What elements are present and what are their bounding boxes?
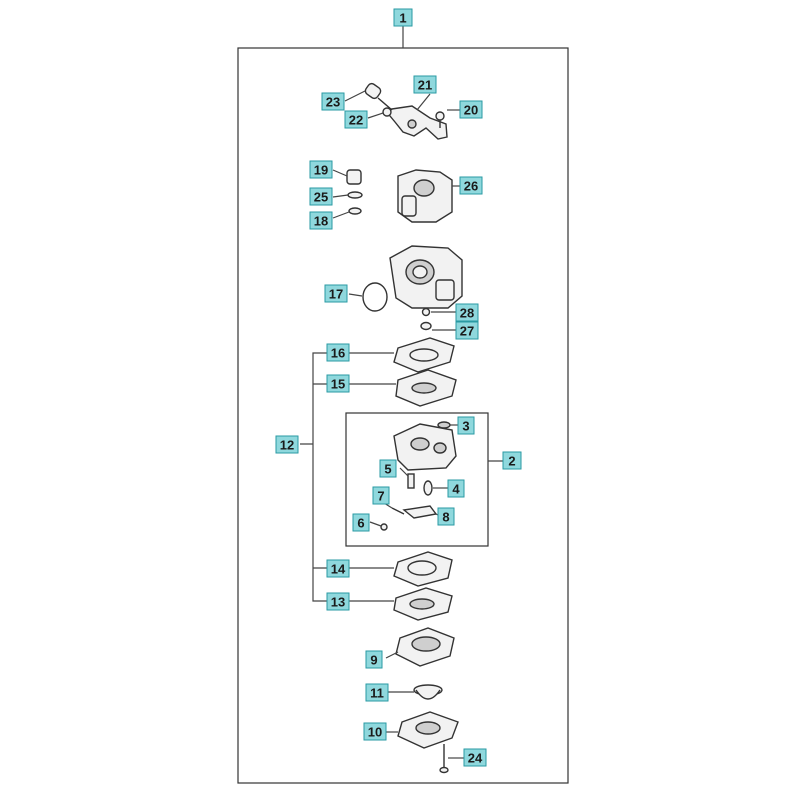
svg-text:24: 24	[468, 751, 483, 766]
part-11-primer-bulb	[388, 684, 443, 700]
svg-text:3: 3	[462, 419, 469, 434]
part-20-screw	[435, 109, 460, 128]
part-28-ball	[421, 307, 456, 317]
part-subassembly-housing	[393, 423, 457, 471]
svg-text:8: 8	[442, 510, 449, 525]
part-10-cover-plate	[386, 711, 459, 749]
svg-text:16: 16	[331, 346, 345, 361]
part-25-washer	[332, 191, 363, 199]
svg-text:28: 28	[460, 306, 474, 321]
callout-14[interactable]: 14	[326, 559, 350, 578]
part-22-washer	[367, 107, 392, 119]
callout-8[interactable]: 8	[437, 507, 455, 526]
part-18-ring	[332, 207, 362, 219]
svg-text:15: 15	[331, 377, 345, 392]
callout-20[interactable]: 20	[459, 100, 483, 119]
callout-1[interactable]: 1	[393, 8, 413, 27]
callout-15[interactable]: 15	[326, 374, 350, 393]
svg-text:26: 26	[464, 179, 478, 194]
svg-text:22: 22	[349, 113, 363, 128]
part-7-pin	[383, 502, 405, 515]
part-15-pump-cover	[349, 369, 457, 407]
callout-5[interactable]: 5	[379, 459, 397, 478]
callout-28[interactable]: 28	[455, 303, 479, 322]
callout-25[interactable]: 25	[309, 187, 333, 206]
part-carburetor-body	[389, 245, 463, 309]
callout-26[interactable]: 26	[459, 176, 483, 195]
svg-text:1: 1	[399, 11, 406, 26]
part-14-gasket	[349, 551, 453, 587]
svg-text:7: 7	[377, 489, 384, 504]
svg-text:6: 6	[357, 516, 364, 531]
svg-text:19: 19	[314, 163, 328, 178]
callout-13[interactable]: 13	[326, 592, 350, 611]
svg-text:27: 27	[460, 324, 474, 339]
part-8-lever	[402, 505, 441, 519]
part-9-cover	[385, 627, 455, 667]
part-19-cap	[332, 169, 362, 185]
part-23-plunger	[344, 82, 393, 111]
callout-16[interactable]: 16	[326, 343, 350, 362]
callout-3[interactable]: 3	[457, 416, 475, 435]
callout-23[interactable]: 23	[321, 92, 345, 111]
svg-text:13: 13	[331, 595, 345, 610]
svg-text:20: 20	[464, 103, 478, 118]
bracket-12	[300, 352, 328, 602]
callout-27[interactable]: 27	[455, 321, 479, 340]
callout-11[interactable]: 11	[365, 683, 389, 702]
part-27-spring	[420, 321, 456, 331]
callout-10[interactable]: 10	[363, 722, 387, 741]
subassembly-2-frame	[345, 412, 489, 547]
callout-24[interactable]: 24	[463, 748, 487, 767]
callout-22[interactable]: 22	[344, 110, 368, 129]
callout-2[interactable]: 2	[502, 451, 522, 470]
callout-18[interactable]: 18	[309, 211, 333, 230]
part-6-screw	[369, 521, 388, 531]
callout-6[interactable]: 6	[352, 513, 370, 532]
svg-text:12: 12	[280, 438, 294, 453]
svg-text:4: 4	[452, 482, 460, 497]
part-26-throttle-body	[397, 169, 462, 223]
svg-text:14: 14	[331, 562, 346, 577]
assembly-frame	[237, 47, 569, 784]
callout-4[interactable]: 4	[447, 479, 465, 498]
part-17-o-ring	[348, 282, 388, 312]
svg-text:2: 2	[508, 454, 515, 469]
callout-17[interactable]: 17	[324, 284, 348, 303]
part-16-gasket	[349, 337, 455, 373]
svg-text:21: 21	[418, 78, 432, 93]
callout-21[interactable]: 21	[413, 75, 437, 94]
callout-7[interactable]: 7	[372, 486, 390, 505]
part-5-spring	[399, 467, 415, 489]
callout-9[interactable]: 9	[365, 650, 383, 669]
part-4-needle	[423, 480, 448, 496]
part-21-lever	[383, 93, 448, 140]
svg-text:23: 23	[326, 95, 340, 110]
part-13-diaphragm	[349, 587, 453, 621]
svg-text:5: 5	[384, 462, 391, 477]
svg-text:9: 9	[370, 653, 377, 668]
part-24-screw	[439, 744, 464, 774]
callout-12[interactable]: 12	[275, 435, 299, 454]
svg-text:17: 17	[329, 287, 343, 302]
callout-19[interactable]: 19	[309, 160, 333, 179]
svg-text:18: 18	[314, 214, 328, 229]
svg-text:25: 25	[314, 190, 328, 205]
svg-text:11: 11	[370, 686, 384, 701]
svg-text:10: 10	[368, 725, 382, 740]
part-3-plug	[437, 421, 460, 429]
